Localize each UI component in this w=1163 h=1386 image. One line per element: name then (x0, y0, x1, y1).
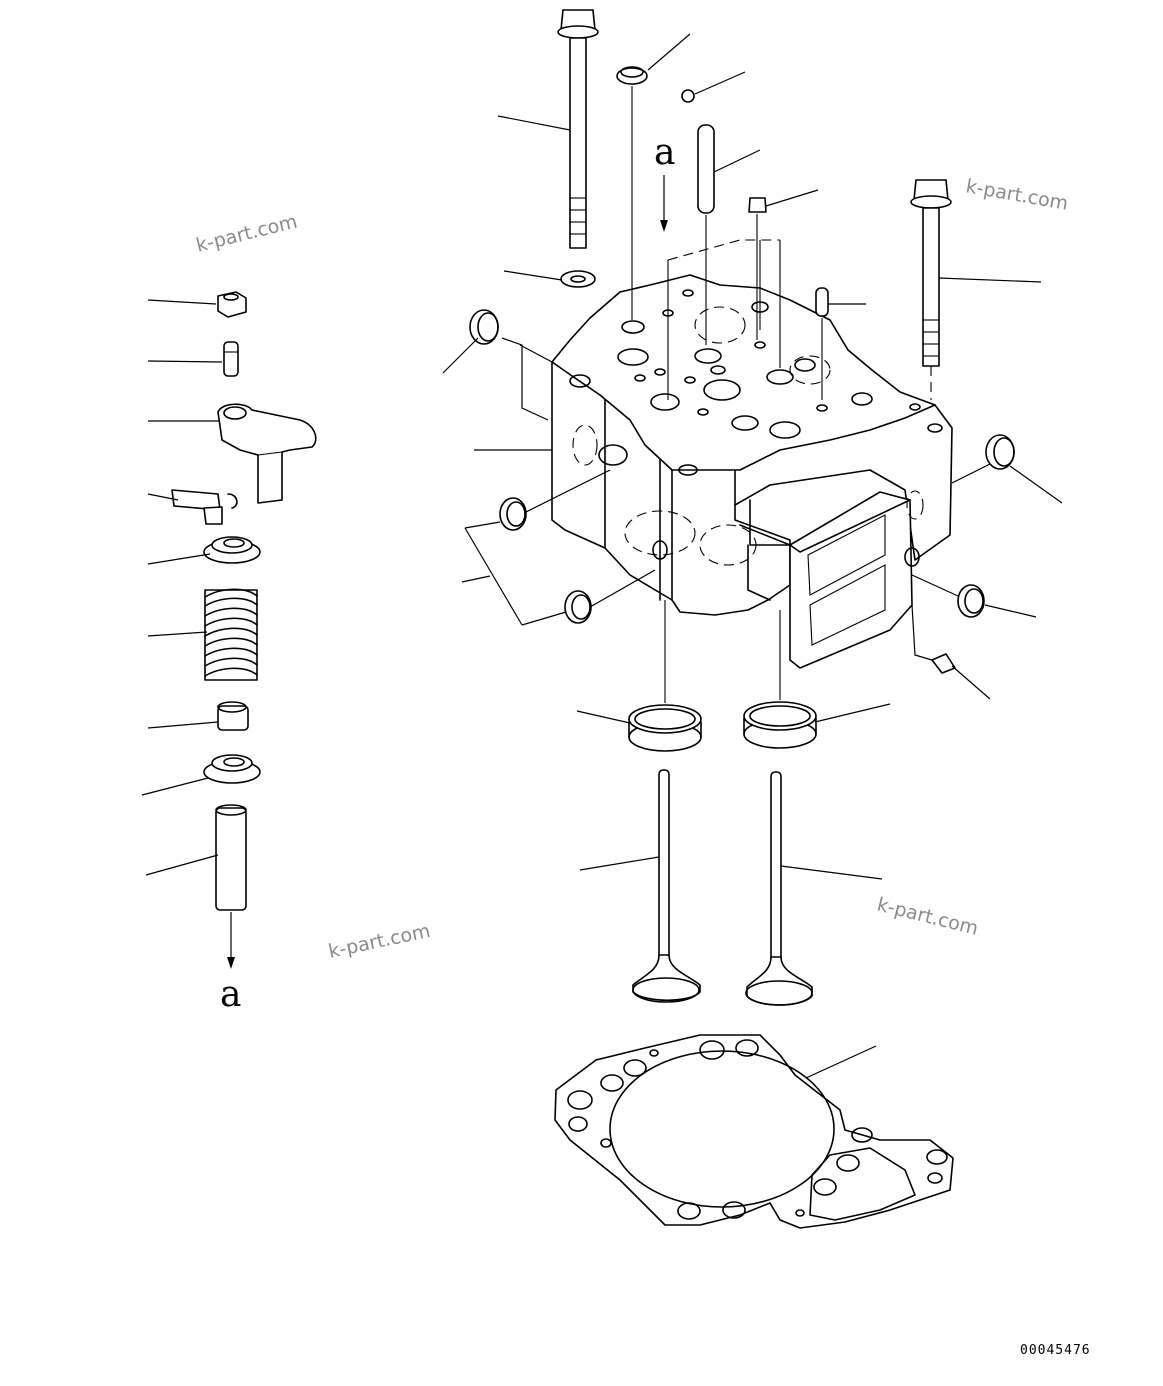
watermark-3: k-part.com (326, 920, 432, 963)
washer (560, 270, 596, 288)
small-plug (748, 197, 767, 340)
adjusting-nut (217, 291, 247, 318)
gasket-holes (567, 1039, 948, 1220)
watermark-2: k-part.com (964, 175, 1070, 215)
valve-bridge (217, 403, 317, 504)
spring-retainer (203, 536, 261, 564)
ball (681, 89, 695, 103)
valve-cotter (171, 489, 238, 525)
pin (815, 287, 829, 400)
cylinder-head (551, 274, 953, 669)
watermark-4: k-part.com (875, 894, 981, 940)
seal-ring-right (957, 584, 985, 618)
valve-seat-intake (628, 600, 702, 752)
leader-lines (141, 33, 1063, 1079)
valve-stem-seal (217, 701, 249, 731)
deck-holes (569, 289, 943, 567)
dowel-pin (697, 124, 715, 345)
seal-ring-left-1 (499, 497, 527, 531)
view-arrow-top (660, 175, 668, 232)
expansion-plug-top-left (469, 309, 499, 345)
view-arrow-bottom (227, 912, 235, 969)
head-gasket (554, 1034, 954, 1229)
adjusting-screw (223, 341, 239, 377)
seal-ring-left-2 (564, 590, 592, 624)
exhaust-valve (745, 771, 813, 1006)
valve-spring (204, 588, 258, 681)
drawing-number: 00045476 (1020, 1343, 1091, 1358)
intake-valve (632, 769, 701, 1003)
top-ring (616, 66, 648, 320)
view-marker-bottom: a (220, 974, 241, 1015)
view-marker-top: a (654, 132, 675, 173)
head-bolt-left (557, 9, 599, 249)
valve-seat-exhaust (743, 610, 817, 749)
head-bolt-right (910, 179, 952, 400)
watermark-1: k-part.com (194, 210, 300, 256)
plug-lower-right (931, 653, 956, 674)
spring-seat (203, 754, 261, 784)
valve-guide (215, 804, 247, 911)
expansion-plug-right (985, 434, 1015, 470)
